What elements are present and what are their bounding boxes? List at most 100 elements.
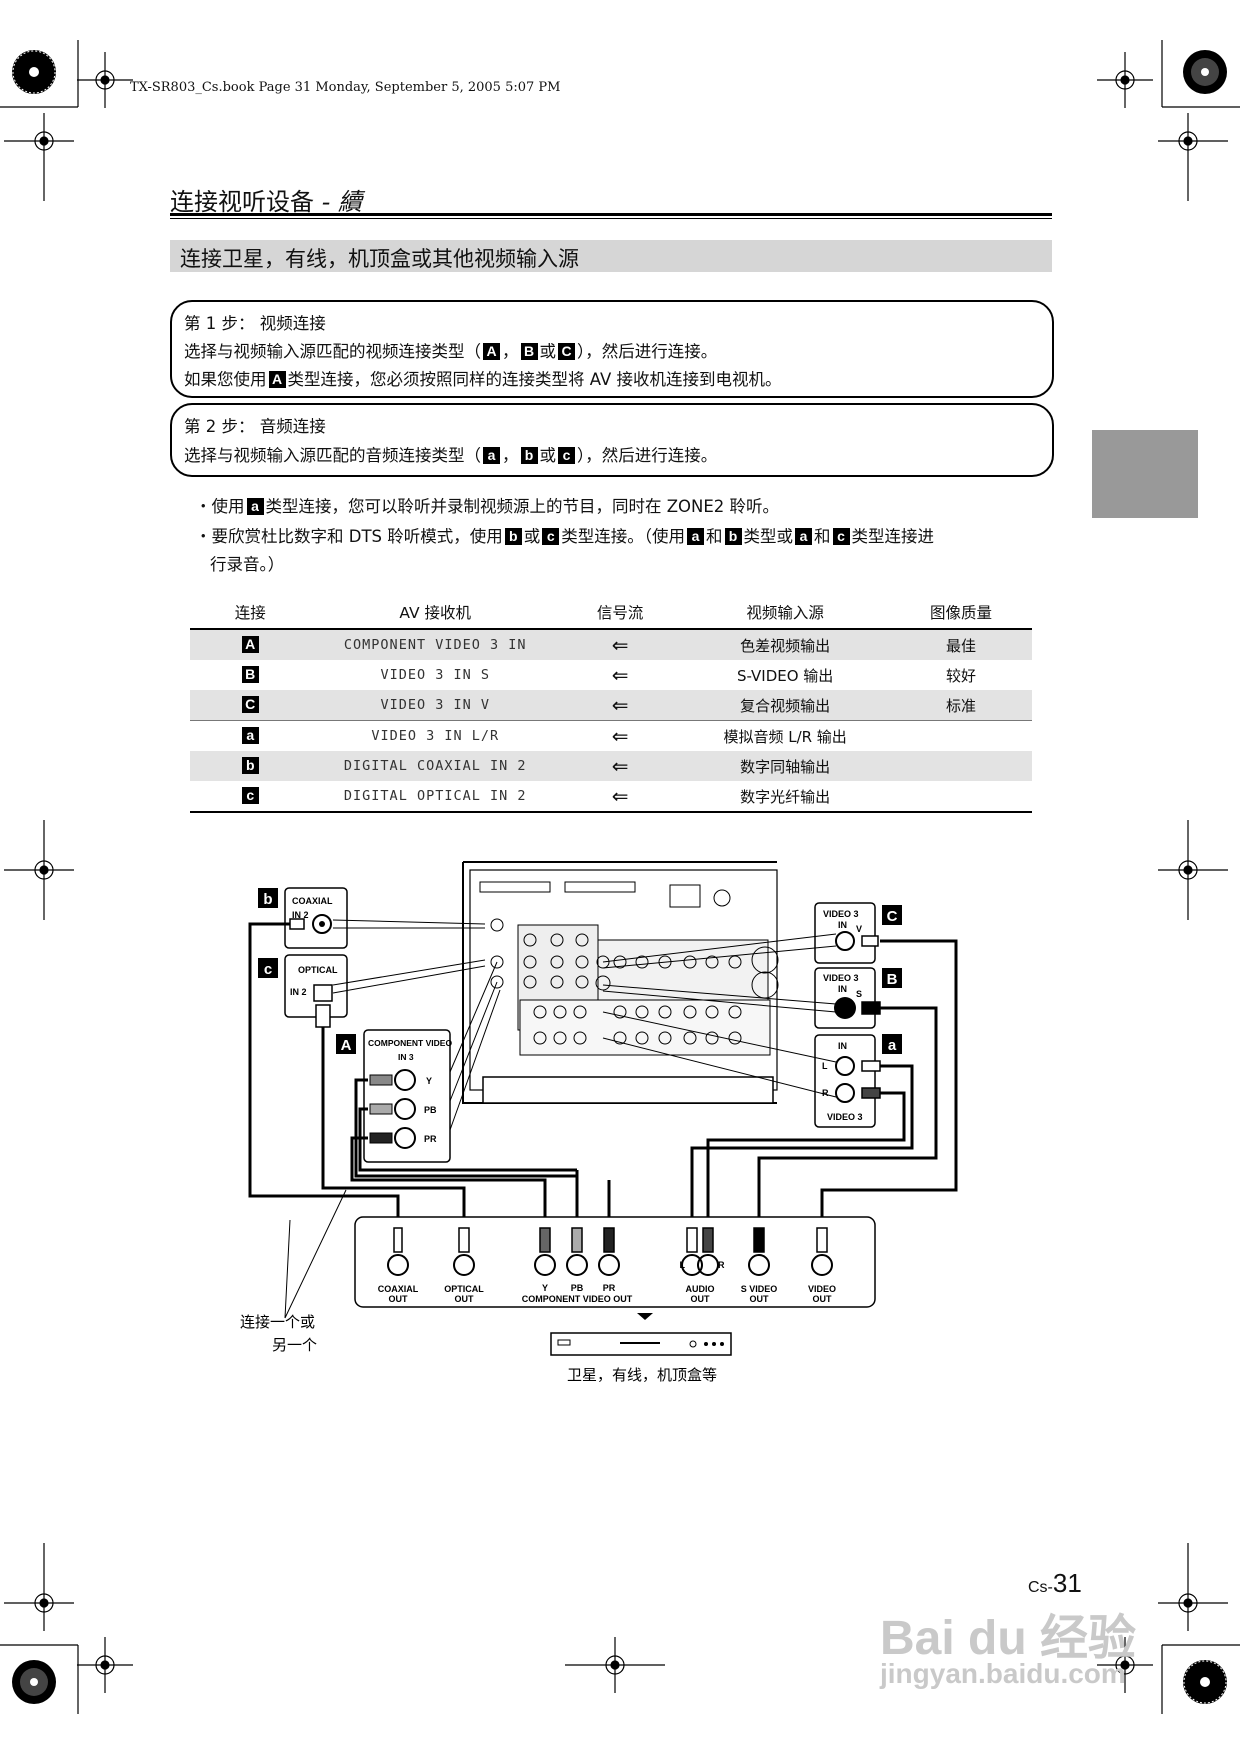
svg-text:b: b — [263, 891, 272, 908]
col-header: 图像质量 — [889, 596, 1032, 630]
table-row: C VIDEO 3 IN V ⇐ 复合视频输出 标准 — [190, 690, 1032, 721]
svideo-in-box: VIDEO 3 IN S B — [814, 967, 902, 1029]
section-heading: 连接卫星，有线，机顶盒或其他视频输入源 — [170, 240, 1052, 272]
page-title: 连接视听设备 - 續 — [170, 182, 362, 217]
watermark-logo: Bai du 经验 — [880, 1612, 1137, 1665]
svg-text:OUT: OUT — [389, 1294, 409, 1304]
svg-text:VIDEO: VIDEO — [808, 1284, 836, 1294]
cables — [248, 922, 958, 1218]
svg-text:VIDEO 3: VIDEO 3 — [823, 909, 859, 919]
table-row: b DIGITAL COAXIAL IN 2 ⇐ 数字同轴输出 — [190, 751, 1032, 781]
svg-text:OUT: OUT — [813, 1294, 833, 1304]
source-output-panel: COAXIAL OUT OPTICAL OUT Y PB PR COMPONEN… — [354, 1216, 876, 1308]
svg-text:COAXIAL: COAXIAL — [378, 1284, 419, 1294]
label-c: c — [558, 447, 575, 464]
svg-text:IN: IN — [838, 1041, 847, 1051]
table-row: c DIGITAL OPTICAL IN 2 ⇐ 数字光纤输出 — [190, 781, 1032, 813]
svg-text:PB: PB — [424, 1105, 437, 1115]
bullet-2-cont: 行录音。） — [210, 555, 285, 574]
page-title-text: 连接视听设备 — [170, 188, 314, 216]
title-rule-thin — [170, 218, 1052, 219]
video-in-box: VIDEO 3 IN V C — [814, 902, 902, 964]
svg-text:PB: PB — [571, 1283, 584, 1293]
label-b: b — [520, 447, 538, 464]
signal-lines — [332, 919, 837, 1131]
svg-text:c: c — [264, 961, 272, 978]
svg-text:OPTICAL: OPTICAL — [444, 1284, 484, 1294]
optical-in-box: c OPTICAL IN 2 — [258, 954, 348, 1028]
svg-text:C: C — [887, 908, 898, 925]
coaxial-in-box: b COAXIAL IN 2 — [258, 887, 348, 949]
svg-text:L: L — [680, 1260, 686, 1270]
page-number-prefix: Cs- — [1028, 1579, 1053, 1596]
section-heading-text: 连接卫星，有线，机顶盒或其他视频输入源 — [180, 247, 579, 271]
label-C: C — [558, 343, 575, 360]
table-row: a VIDEO 3 IN L/R ⇐ 模拟音频 L/R 输出 — [190, 721, 1032, 752]
svg-text:IN: IN — [838, 920, 847, 930]
svg-text:COMPONENT VIDEO: COMPONENT VIDEO — [368, 1038, 452, 1048]
svg-text:Y: Y — [542, 1283, 548, 1293]
svg-text:IN: IN — [838, 984, 847, 994]
table-header-row: 连接 AV 接收机 信号流 视频输入源 图像质量 — [190, 596, 1032, 630]
table-row: A COMPONENT VIDEO 3 IN ⇐ 色差视频输出 最佳 — [190, 629, 1032, 660]
chapter-tab — [1092, 430, 1198, 518]
component-in-box: A COMPONENT VIDEO IN 3 Y PB PR — [336, 1029, 452, 1163]
col-header: 连接 — [190, 596, 311, 630]
table-row: B VIDEO 3 IN S ⇐ S-VIDEO 输出 较好 — [190, 660, 1032, 690]
svg-text:OUT: OUT — [691, 1294, 711, 1304]
source-device-caption: 卫星，有线，机顶盒等 — [567, 1366, 717, 1384]
svg-text:PR: PR — [424, 1134, 437, 1144]
step1-title: 第 1 步： 视频连接 — [184, 314, 326, 333]
svg-text:VIDEO 3: VIDEO 3 — [827, 1112, 863, 1122]
svg-text:V: V — [856, 924, 862, 934]
label-A: A — [483, 343, 500, 360]
col-header: 视频输入源 — [680, 596, 890, 630]
svg-text:COMPONENT VIDEO OUT: COMPONENT VIDEO OUT — [522, 1294, 633, 1304]
svg-text:A: A — [341, 1037, 352, 1054]
svg-text:VIDEO 3: VIDEO 3 — [823, 973, 859, 983]
svg-text:OUT: OUT — [455, 1294, 475, 1304]
col-header: 信号流 — [559, 596, 681, 630]
either-one-label: 连接一个或 — [240, 1313, 315, 1331]
svg-text:OPTICAL: OPTICAL — [298, 965, 338, 975]
svg-text:Y: Y — [426, 1076, 432, 1086]
page-title-suffix: - 續 — [321, 188, 362, 216]
svg-text:a: a — [888, 1037, 897, 1054]
either-one-pointer — [284, 1189, 347, 1319]
col-header: AV 接收机 — [310, 596, 560, 630]
svg-text:S VIDEO: S VIDEO — [741, 1284, 778, 1294]
label-B: B — [520, 343, 538, 360]
page-number-value: 31 — [1052, 1568, 1082, 1598]
svg-text:R: R — [718, 1260, 725, 1270]
svg-text:PR: PR — [603, 1283, 616, 1293]
svg-text:R: R — [822, 1088, 829, 1098]
svg-text:IN 2: IN 2 — [292, 910, 309, 920]
svg-text:IN 3: IN 3 — [398, 1052, 414, 1062]
connection-table: 连接 AV 接收机 信号流 视频输入源 图像质量 A COMPONENT VID… — [190, 596, 1032, 813]
watermark-url: jingyan.baidu.com — [880, 1658, 1126, 1689]
svg-text:IN 2: IN 2 — [290, 987, 307, 997]
svg-text:COAXIAL: COAXIAL — [292, 896, 333, 906]
cable-plugs — [289, 918, 881, 1099]
svg-text:B: B — [887, 971, 898, 988]
label-a: a — [483, 447, 500, 464]
receiver-rear-panel — [462, 861, 779, 1104]
step2-title: 第 2 步： 音频连接 — [184, 417, 326, 436]
audio-in-box: IN L R VIDEO 3 a — [814, 1034, 902, 1128]
either-one-label-2: 另一个 — [272, 1336, 317, 1354]
title-rule — [170, 213, 1052, 216]
svg-text:OUT: OUT — [750, 1294, 770, 1304]
book-header-note: TX-SR803_Cs.book Page 31 Monday, Septemb… — [130, 80, 561, 95]
page-number: Cs-31 — [1028, 1568, 1082, 1599]
svg-text:S: S — [856, 989, 862, 999]
source-device — [550, 1313, 732, 1356]
